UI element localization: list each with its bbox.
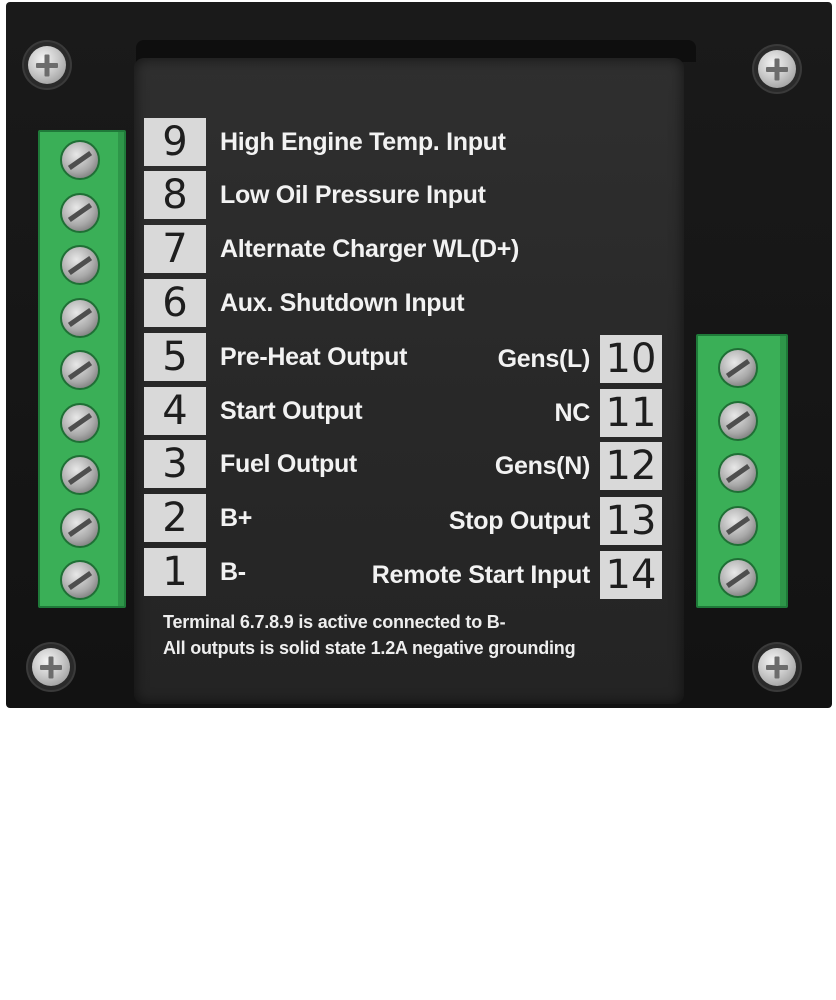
left-terminal-block bbox=[38, 130, 126, 608]
terminal-screw-icon bbox=[60, 245, 100, 285]
terminal-label: Alternate Charger WL(D+) bbox=[220, 235, 520, 263]
terminal-row-10: Gens(L) 10 bbox=[300, 335, 662, 383]
terminal-number: 10 bbox=[600, 335, 662, 383]
terminal-number: 4 bbox=[144, 387, 206, 435]
terminal-number: 7 bbox=[144, 225, 206, 273]
housing-top-ridge bbox=[136, 40, 696, 62]
terminal-screw-icon bbox=[718, 505, 758, 546]
terminal-screw-icon bbox=[60, 297, 100, 338]
terminal-label: Start Output bbox=[220, 397, 363, 425]
mounting-screw-icon bbox=[758, 50, 796, 88]
mounting-screw-icon bbox=[758, 648, 796, 686]
footer-note-line1: Terminal 6.7.8.9 is active connected to … bbox=[163, 612, 506, 632]
terminal-screw-icon bbox=[718, 348, 758, 388]
footer-note-line2: All outputs is solid state 1.2A negative… bbox=[163, 638, 576, 658]
terminal-label: Pre-Heat Output bbox=[220, 343, 408, 371]
terminal-label: Gens(L) bbox=[497, 345, 591, 373]
terminal-screw-icon bbox=[718, 400, 758, 441]
terminal-label: B+ bbox=[220, 504, 253, 532]
terminal-screw-icon bbox=[718, 453, 758, 493]
terminal-screw-icon bbox=[718, 558, 758, 598]
terminal-number: 5 bbox=[144, 333, 206, 381]
mounting-screw-icon bbox=[32, 648, 70, 686]
terminal-label: Low Oil Pressure Input bbox=[220, 181, 486, 209]
terminal-label: Aux. Shutdown Input bbox=[220, 289, 465, 317]
terminal-label: NC bbox=[554, 399, 590, 427]
terminal-number: 13 bbox=[600, 497, 662, 545]
terminal-number: 11 bbox=[600, 389, 662, 437]
terminal-screw-icon bbox=[60, 455, 100, 495]
right-terminal-block bbox=[696, 334, 788, 608]
mounting-screw-icon bbox=[28, 46, 66, 84]
label-plate bbox=[134, 58, 684, 704]
terminal-label: Remote Start Input bbox=[371, 561, 591, 589]
terminal-row-12: Gens(N) 12 bbox=[300, 442, 662, 490]
terminal-screw-icon bbox=[60, 560, 100, 600]
terminal-label: Stop Output bbox=[448, 507, 590, 535]
terminal-number: 2 bbox=[144, 494, 206, 542]
terminal-row-14: Remote Start Input 14 bbox=[300, 551, 662, 599]
terminal-row-13: Stop Output 13 bbox=[300, 497, 662, 545]
terminal-number: 3 bbox=[144, 440, 206, 488]
terminal-screw-icon bbox=[60, 507, 100, 548]
terminal-number: 12 bbox=[600, 442, 662, 490]
terminal-number: 9 bbox=[144, 118, 206, 166]
terminal-label: B- bbox=[220, 558, 246, 586]
terminal-number: 1 bbox=[144, 548, 206, 596]
terminal-screw-icon bbox=[60, 192, 100, 233]
terminal-number: 6 bbox=[144, 279, 206, 327]
terminal-label: Gens(N) bbox=[494, 452, 590, 480]
terminal-number: 8 bbox=[144, 171, 206, 219]
terminal-screw-icon bbox=[60, 350, 100, 390]
terminal-row-11: NC 11 bbox=[300, 389, 662, 437]
terminal-number: 14 bbox=[600, 551, 662, 599]
terminal-label: Fuel Output bbox=[220, 450, 357, 478]
terminal-label: High Engine Temp. Input bbox=[220, 128, 506, 156]
terminal-screw-icon bbox=[60, 140, 100, 180]
terminal-screw-icon bbox=[60, 402, 100, 443]
